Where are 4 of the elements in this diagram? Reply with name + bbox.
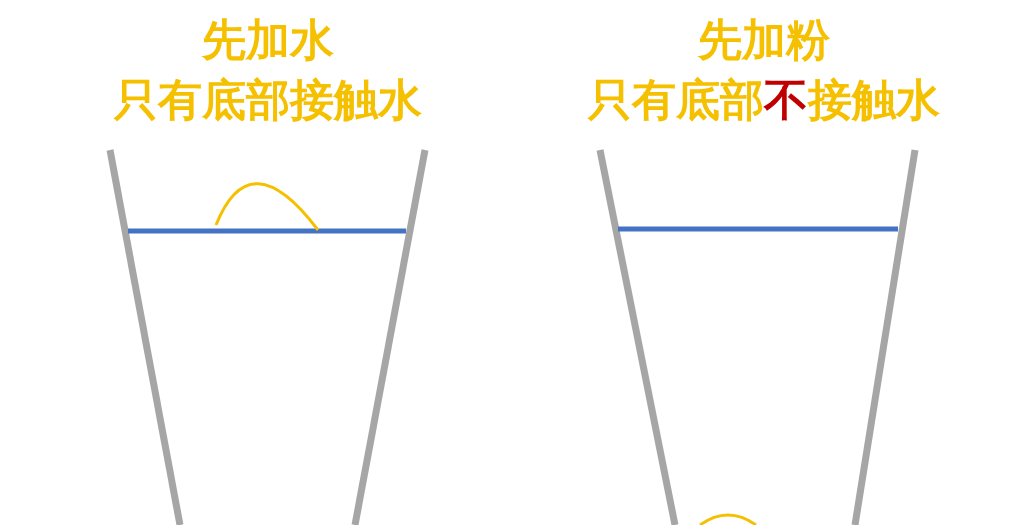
heading-text: 先加粉 (698, 18, 830, 62)
heading-text: 先加水 (202, 18, 334, 62)
heading-text: 只有底部不接触水 (588, 78, 940, 122)
heading-text: 只有底部接触水 (114, 78, 422, 122)
